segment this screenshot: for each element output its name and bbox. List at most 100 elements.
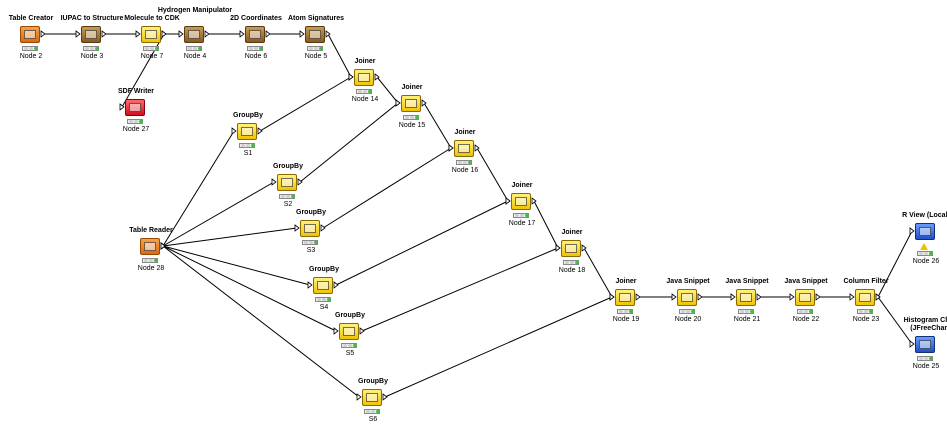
- output-port[interactable]: [531, 197, 537, 205]
- output-port[interactable]: [297, 178, 303, 186]
- connection-s3-n16[interactable]: [322, 147, 452, 229]
- node-icon[interactable]: [140, 238, 160, 255]
- node-icon[interactable]: [305, 26, 325, 43]
- connection-n17-n18[interactable]: [533, 200, 559, 249]
- node-icon[interactable]: [511, 193, 531, 210]
- node-icon[interactable]: [20, 26, 40, 43]
- node-icon[interactable]: [141, 26, 161, 43]
- input-port[interactable]: [356, 393, 362, 401]
- output-port[interactable]: [325, 30, 331, 38]
- node-icon[interactable]: [245, 26, 265, 43]
- node-icon[interactable]: [81, 26, 101, 43]
- connection-s4-n17[interactable]: [335, 200, 509, 286]
- connection-n28-s2[interactable]: [162, 181, 275, 247]
- connection-n23-n25[interactable]: [877, 296, 913, 345]
- node-icon[interactable]: [401, 95, 421, 112]
- connection-n7-n27[interactable]: [121, 33, 165, 108]
- connection-n28-s4[interactable]: [162, 245, 311, 286]
- output-port[interactable]: [160, 242, 166, 250]
- output-port[interactable]: [697, 293, 703, 301]
- connection-n15-n16[interactable]: [423, 102, 452, 149]
- output-port[interactable]: [875, 293, 881, 301]
- input-port[interactable]: [555, 244, 561, 252]
- output-port[interactable]: [815, 293, 821, 301]
- input-port[interactable]: [231, 127, 237, 135]
- input-port[interactable]: [909, 340, 915, 348]
- input-port[interactable]: [671, 293, 677, 301]
- connection-n23-n26[interactable]: [877, 230, 913, 298]
- input-port[interactable]: [119, 103, 125, 111]
- node-icon[interactable]: [795, 289, 815, 306]
- node-icon[interactable]: [184, 26, 204, 43]
- input-port[interactable]: [271, 178, 277, 186]
- chart-view-icon[interactable]: [915, 336, 935, 353]
- connection-s1-n14[interactable]: [259, 76, 352, 132]
- connection-n28-s6[interactable]: [162, 245, 360, 398]
- node-icon[interactable]: [313, 277, 333, 294]
- output-port[interactable]: [581, 244, 587, 252]
- node-icon[interactable]: [454, 140, 474, 157]
- input-port[interactable]: [299, 30, 305, 38]
- connection-n16-n17[interactable]: [476, 147, 509, 202]
- input-port[interactable]: [395, 99, 401, 107]
- output-port[interactable]: [257, 127, 263, 135]
- input-port[interactable]: [135, 30, 141, 38]
- node-n26[interactable]: R View (Local)Node 26: [881, 212, 947, 265]
- output-port[interactable]: [374, 73, 380, 81]
- connection-s2-n15[interactable]: [299, 102, 399, 183]
- output-port[interactable]: [161, 30, 167, 38]
- input-port[interactable]: [294, 224, 300, 232]
- node-icon[interactable]: [615, 289, 635, 306]
- connection-n14-n15[interactable]: [376, 76, 399, 104]
- input-port[interactable]: [348, 73, 354, 81]
- output-port[interactable]: [359, 327, 365, 335]
- node-icon[interactable]: [677, 289, 697, 306]
- connection-n28-s1[interactable]: [162, 130, 235, 247]
- node-icon[interactable]: [339, 323, 359, 340]
- output-port[interactable]: [40, 30, 46, 38]
- node-icon[interactable]: [855, 289, 875, 306]
- input-port[interactable]: [178, 30, 184, 38]
- file-writer-icon[interactable]: [125, 99, 145, 116]
- output-port[interactable]: [101, 30, 107, 38]
- input-port[interactable]: [333, 327, 339, 335]
- chart-view-icon[interactable]: [915, 223, 935, 240]
- input-port[interactable]: [609, 293, 615, 301]
- output-port[interactable]: [204, 30, 210, 38]
- output-port[interactable]: [421, 99, 427, 107]
- connection-n28-s3[interactable]: [162, 227, 298, 247]
- connection-n5-n14[interactable]: [327, 33, 352, 78]
- connection-s5-n18[interactable]: [361, 247, 559, 332]
- node-icon[interactable]: [277, 174, 297, 191]
- node-icon[interactable]: [736, 289, 756, 306]
- output-port[interactable]: [333, 281, 339, 289]
- input-port[interactable]: [239, 30, 245, 38]
- input-port[interactable]: [307, 281, 313, 289]
- input-port[interactable]: [849, 293, 855, 301]
- output-port[interactable]: [635, 293, 641, 301]
- input-port[interactable]: [448, 144, 454, 152]
